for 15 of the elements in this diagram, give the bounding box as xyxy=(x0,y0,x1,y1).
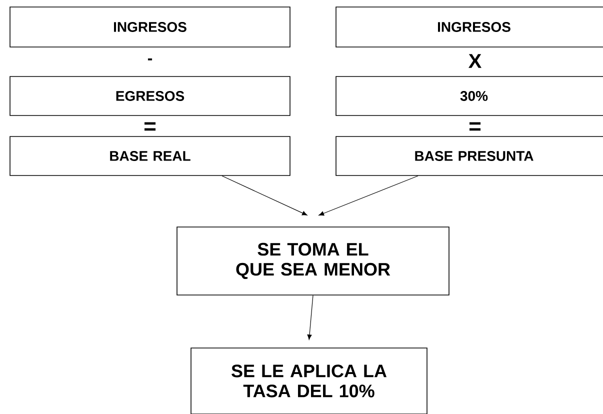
operator-sign: = xyxy=(144,122,156,131)
process-box: 30% xyxy=(336,76,603,116)
process-box: SE LE APLICA LA TASA DEL 10% xyxy=(190,348,428,414)
process-box: BASE REAL xyxy=(10,136,290,176)
arrow xyxy=(222,176,308,216)
arrow xyxy=(318,176,418,216)
operator-sign: = xyxy=(469,122,481,131)
process-box: SE TOMA EL QUE SEA MENOR xyxy=(176,226,450,296)
process-box: INGRESOS xyxy=(336,6,603,48)
operator-sign: - xyxy=(148,58,152,60)
process-box: BASE PRESUNTA xyxy=(336,136,603,176)
operator-sign: X xyxy=(468,54,482,68)
arrow xyxy=(307,295,314,340)
process-box: INGRESOS xyxy=(10,6,290,48)
process-box: EGRESOS xyxy=(10,76,290,116)
